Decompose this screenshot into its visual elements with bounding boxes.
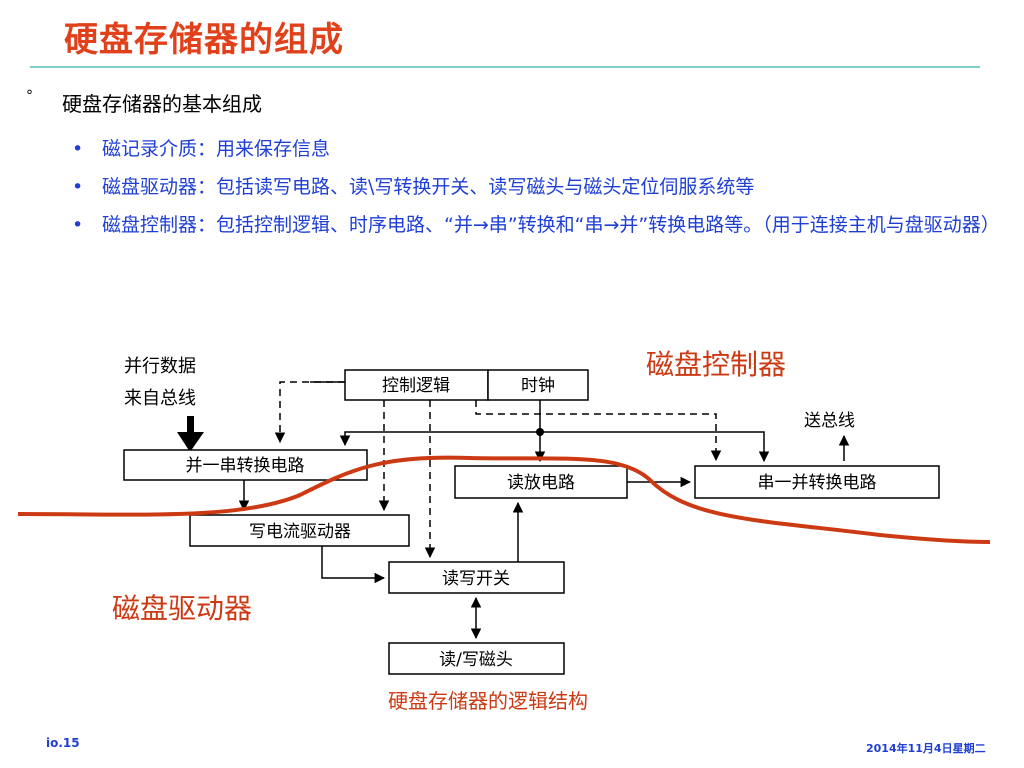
controller-label: 磁盘控制器 [646,348,786,381]
bullet-dot-icon: • [72,138,84,160]
bullet-item: • 磁记录介质：用来保存信息 [72,132,1012,166]
page-title: 硬盘存储器的组成 [64,20,344,60]
drive-label: 磁盘驱动器 [112,592,252,625]
bullet-text: 磁记录介质：用来保存信息 [102,138,331,160]
controller-drive-boundary [17,455,991,544]
box-rw-head: 读/写磁头 [388,642,565,675]
input-label-line2: 来自总线 [124,388,196,409]
input-label-line1: 并行数据 [124,356,196,377]
output-label: 送总线 [804,411,855,431]
logic-structure-diagram: 并行数据 来自总线 磁盘控制器 磁盘驱动器 送总线 控制逻辑 时钟 并一串转换电… [17,348,991,713]
bullet-text: 磁盘控制器：包括控制逻辑、时序电路、“并→串”转换和“串→并”转换电路等。（用于… [102,214,1000,236]
bullet-dot-icon: • [72,214,84,236]
heading-text: 硬盘存储器的基本组成 [62,92,262,116]
box-label: 串一并转换电路 [758,473,877,493]
heading-bullet-icon: ° [26,88,33,104]
junction-dot [536,428,544,436]
input-arrow-icon [177,416,204,452]
box-write-driver: 写电流驱动器 [189,514,410,547]
bullet-dot-icon: • [72,176,84,198]
box-serial-to-parallel: 串一并转换电路 [694,465,940,499]
bullet-item: • 磁盘控制器：包括控制逻辑、时序电路、“并→串”转换和“串→并”转换电路等。（用… [72,208,1012,242]
bullet-item: • 磁盘驱动器：包括读写电路、读\写转换开关、读写磁头与磁头定位伺服系统等 [72,170,1012,204]
box-label: 写电流驱动器 [249,522,351,542]
box-label: 控制逻辑 [382,376,450,396]
box-read-amplifier: 读放电路 [454,465,628,499]
title-divider [30,66,980,68]
control-dashed-lines [274,381,722,559]
signal-lines [238,381,850,640]
box-label: 时钟 [521,376,555,396]
box-clock: 时钟 [487,369,589,401]
box-parallel-to-serial: 并一串转换电路 [123,449,368,481]
bullet-text: 磁盘驱动器：包括读写电路、读\写转换开关、读写磁头与磁头定位伺服系统等 [102,176,755,198]
diagram-caption: 硬盘存储器的逻辑结构 [388,689,588,713]
box-control-logic: 控制逻辑 [344,369,489,401]
box-label: 读写开关 [442,569,510,589]
box-label: 读/写磁头 [439,650,513,670]
box-label: 并一串转换电路 [186,456,305,476]
box-label: 读放电路 [507,473,575,493]
bullet-list: • 磁记录介质：用来保存信息 • 磁盘驱动器：包括读写电路、读\写转换开关、读写磁头… [72,132,1012,246]
footer-slide-id: io.15 [46,736,80,750]
box-rw-switch: 读写开关 [388,561,565,594]
footer-date: 2014年11月4日星期二 [866,742,986,755]
section-heading: ° 硬盘存储器的基本组成 [26,88,262,117]
